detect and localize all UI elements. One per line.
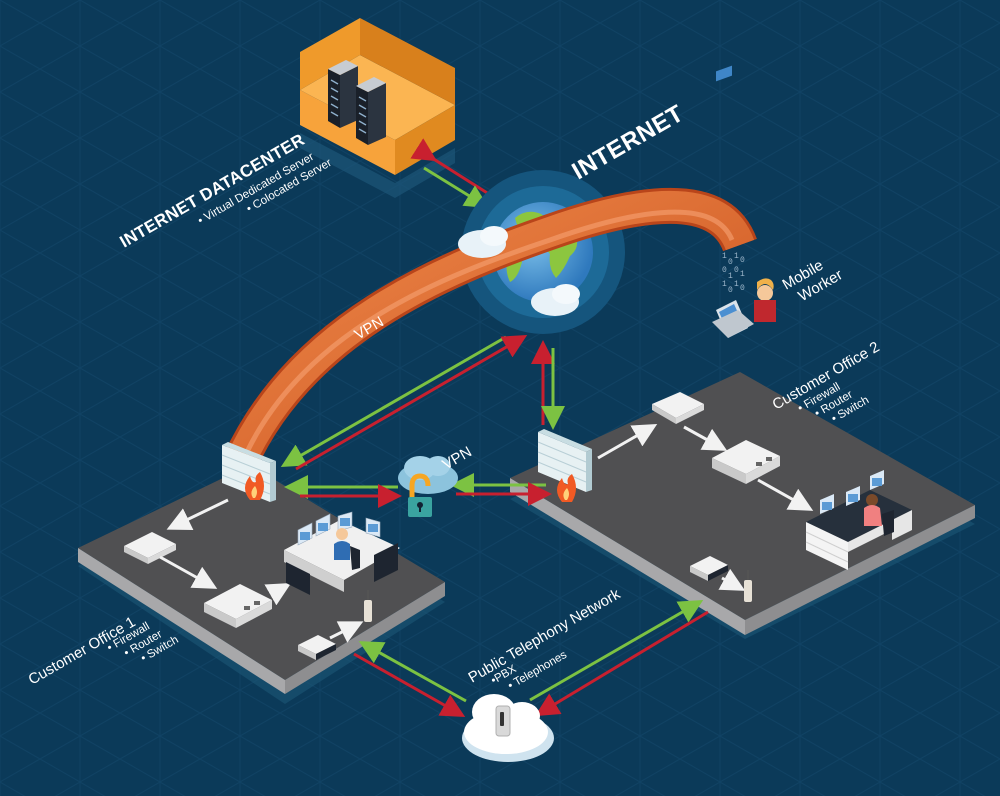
office2-router-icon [652, 392, 704, 424]
cloud-icon [458, 226, 508, 258]
office1-switch-icon [204, 584, 272, 628]
arrow-switch-to-desk-2 [757, 478, 814, 511]
office1-router-icon [124, 532, 176, 564]
svg-text:0: 0 [722, 266, 727, 275]
svg-text:1: 1 [722, 252, 727, 261]
svg-text:0: 0 [734, 266, 739, 275]
office2-firewall-icon [537, 429, 592, 502]
arrow-pbx-to-phone-2 [718, 568, 746, 591]
office2-telephone-icon [744, 570, 752, 602]
vpn-tunnel-highlight [243, 209, 735, 456]
arrow-office1-to-telephony [353, 652, 466, 717]
server-rack-icon [328, 60, 386, 145]
svg-text:1: 1 [734, 252, 739, 261]
cloud-icon [531, 284, 580, 316]
arrow-telephony-to-office2 [529, 599, 704, 702]
arrow-telephony-to-office1 [358, 641, 467, 703]
flame-icon [245, 472, 264, 500]
arrow-office2-to-telephony [534, 610, 709, 717]
office1-pbx-icon [298, 635, 336, 660]
arrow-pbx-to-phone [329, 621, 364, 643]
arrow-router-to-switch [159, 555, 218, 589]
vpn-lock-cloud-icon [398, 456, 458, 517]
data-stream: 1 0 1 0 0 1 0 1 1 0 1 0 [722, 252, 745, 295]
svg-text:1: 1 [740, 270, 745, 279]
telephone-cloud-icon [462, 694, 554, 762]
arrow-office1-to-internet [295, 334, 528, 471]
arrow-datacenter-to-internet [423, 166, 490, 209]
office1-firewall-icon [221, 442, 276, 502]
svg-text:0: 0 [740, 284, 745, 293]
arrow-router-to-switch-2 [683, 425, 728, 451]
svg-text:1: 1 [722, 280, 727, 289]
svg-text:0: 0 [728, 258, 733, 267]
svg-text:1: 1 [734, 280, 739, 289]
office2-workstation-icon [805, 470, 912, 570]
arrow-internet-to-office1 [280, 335, 507, 467]
svg-text:0: 0 [728, 286, 733, 295]
arrow-firewall-to-router [166, 498, 229, 530]
flame-icon [557, 474, 576, 502]
svg-text:1: 1 [728, 272, 733, 281]
arrow-switch-to-desk [264, 583, 292, 606]
laptop-user-icon [712, 65, 776, 338]
office2-switch-icon [712, 440, 780, 484]
svg-text:0: 0 [740, 256, 745, 265]
arrow-firewall-to-router-2 [597, 424, 658, 460]
office1-workstation-icon [284, 511, 400, 595]
office1-telephone-icon [364, 590, 372, 622]
office2-floor [510, 372, 975, 639]
